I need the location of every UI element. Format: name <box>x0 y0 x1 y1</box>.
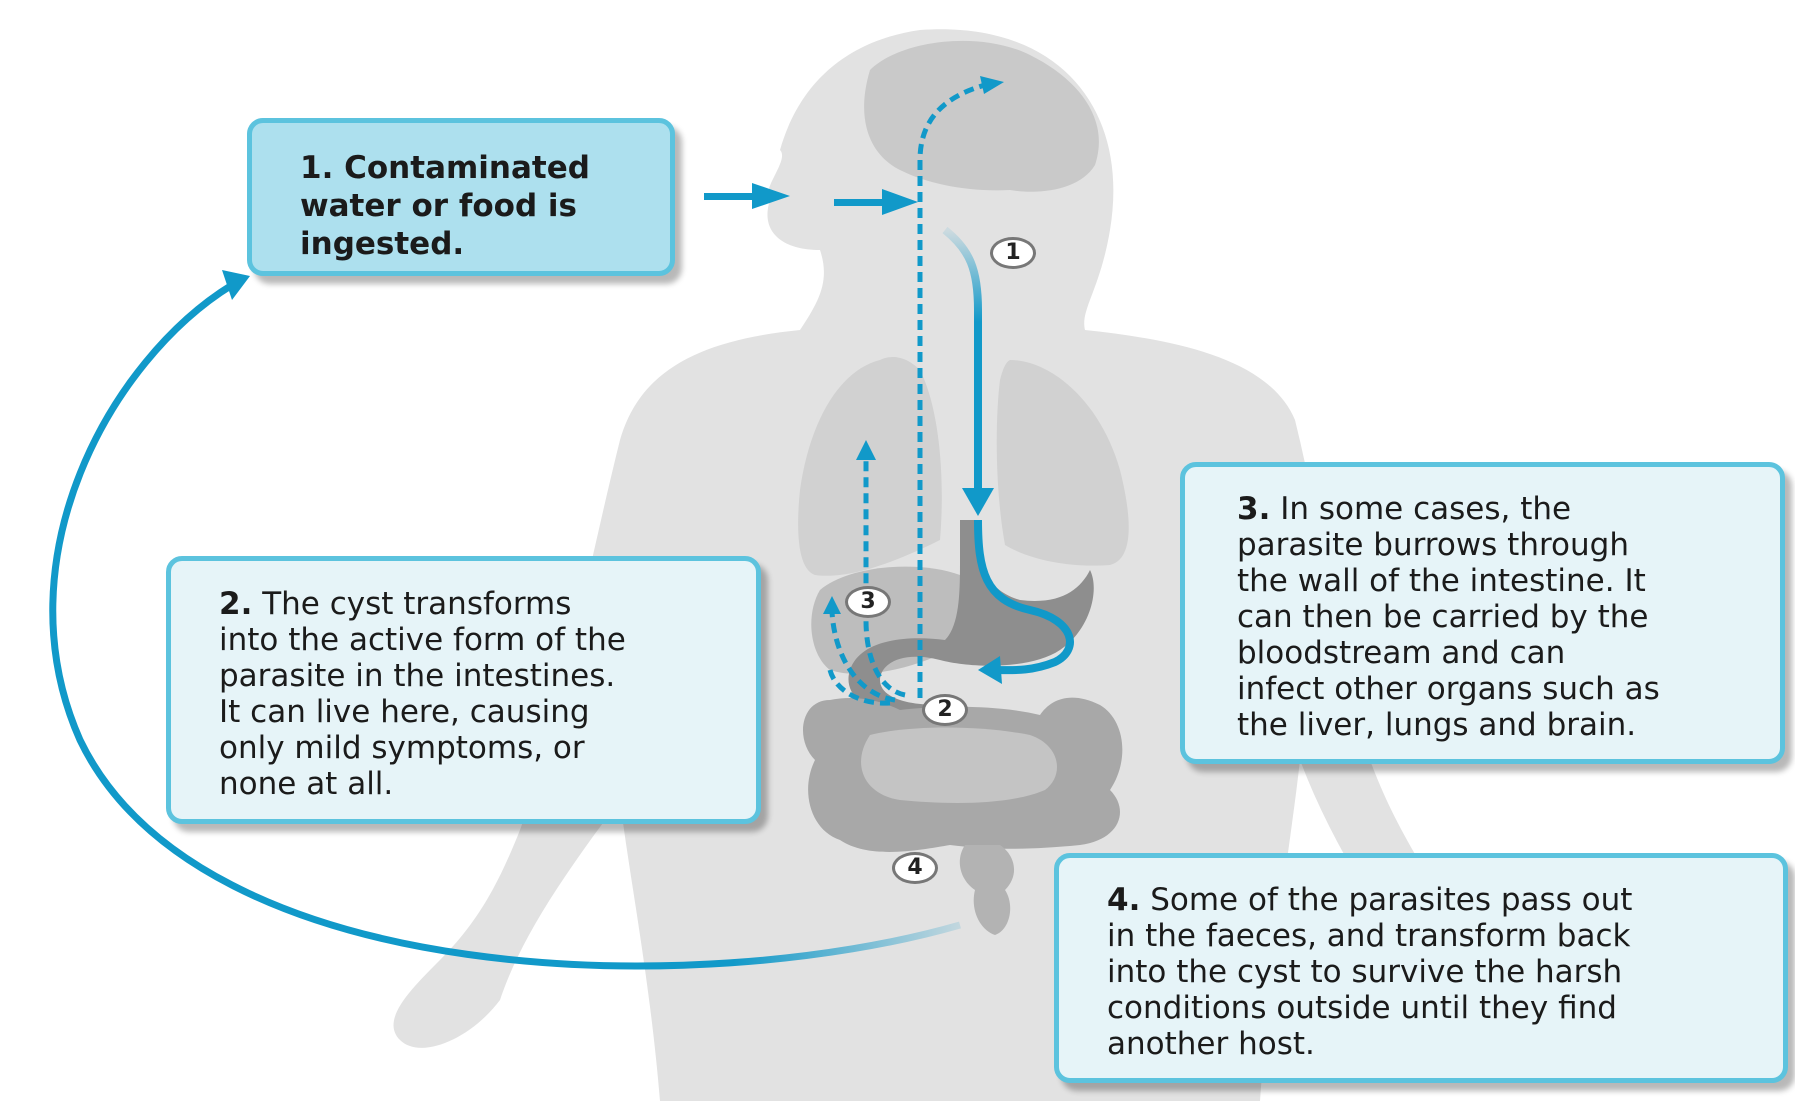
step3-line: bloodstream and can <box>1237 635 1768 671</box>
step2-line: only mild symptoms, or <box>219 730 744 766</box>
step3-box: 3. In some cases, the parasite burrows t… <box>1180 462 1785 764</box>
step4-box: 4. Some of the parasites pass out in the… <box>1054 853 1788 1083</box>
step3-line: infect other organs such as <box>1237 671 1768 707</box>
step4-line: in the faeces, and transform back <box>1107 918 1771 954</box>
step3-line: parasite burrows through <box>1237 527 1768 563</box>
brain-shape <box>864 41 1099 192</box>
step4-line: into the cyst to survive the harsh <box>1107 954 1771 990</box>
step1-box: 1. Contaminated water or food is ingeste… <box>247 118 675 276</box>
step3-number: 3. <box>1237 491 1270 527</box>
step4-line: another host. <box>1107 1026 1771 1062</box>
step3-line: the liver, lungs and brain. <box>1237 707 1768 743</box>
step-marker-2: 2 <box>922 694 968 726</box>
step2-line: The cyst transforms <box>252 586 571 622</box>
step2-number: 2. <box>219 586 252 622</box>
step3-line: the wall of the intestine. It <box>1237 563 1768 599</box>
step1-line: ingested. <box>300 225 652 263</box>
step-marker-3: 3 <box>845 586 891 618</box>
step2-line: It can live here, causing <box>219 694 744 730</box>
step2-line: into the active form of the <box>219 622 744 658</box>
step4-line: Some of the parasites pass out <box>1140 882 1632 918</box>
step3-line: can then be carried by the <box>1237 599 1768 635</box>
step-marker-1: 1 <box>990 237 1036 269</box>
step-marker-4: 4 <box>892 852 938 884</box>
step4-line: conditions outside until they find <box>1107 990 1771 1026</box>
step3-line: In some cases, the <box>1270 491 1571 527</box>
step1-line: water or food is <box>300 187 652 225</box>
step2-line: parasite in the intestines. <box>219 658 744 694</box>
step1-line: 1. Contaminated <box>300 149 652 187</box>
step2-line: none at all. <box>219 766 744 802</box>
step2-box: 2. The cyst transforms into the active f… <box>166 556 761 824</box>
step4-number: 4. <box>1107 882 1140 918</box>
